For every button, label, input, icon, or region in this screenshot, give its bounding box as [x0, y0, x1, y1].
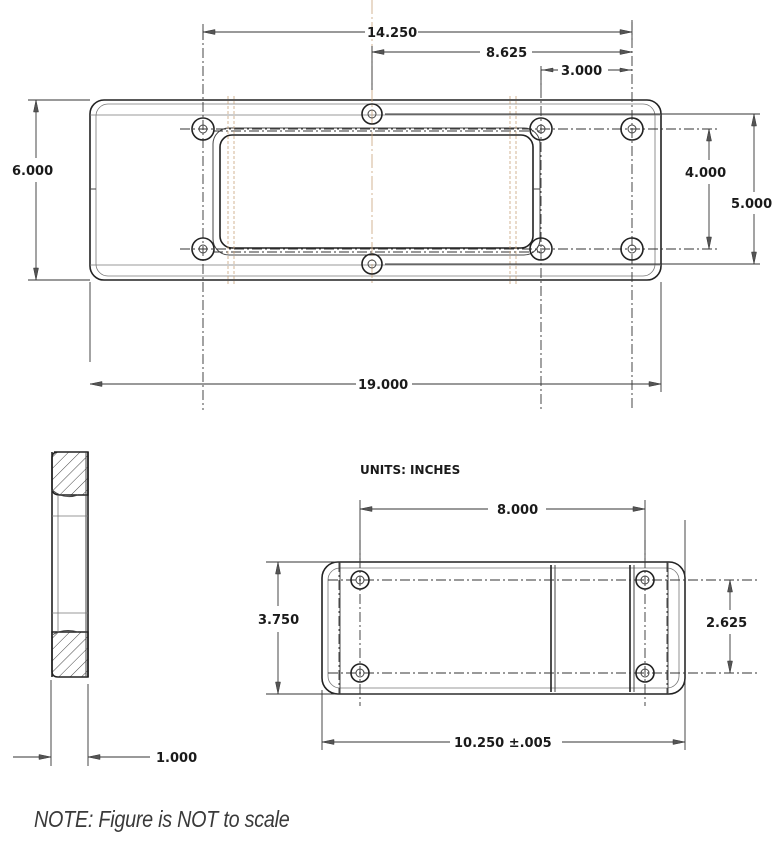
units-label: UNITS: INCHES — [360, 463, 460, 477]
side-section-view: 1.000 — [13, 451, 197, 766]
dim-3-750: 3.750 — [258, 613, 299, 628]
dim-8-625: 8.625 — [486, 46, 527, 61]
mounting-hole — [635, 663, 655, 683]
dim-10-250: 10.250 ±.005 — [454, 736, 552, 751]
mounting-hole — [361, 253, 383, 275]
dim-5-000: 5.000 — [731, 197, 772, 212]
dim-4-000: 4.000 — [685, 166, 726, 181]
mounting-hole — [350, 663, 370, 683]
dim-14-250: 14.250 — [367, 26, 417, 41]
dim-1-000: 1.000 — [156, 751, 197, 766]
mounting-hole — [191, 117, 215, 141]
bottom-view: UNITS: INCHES 8.000 — [258, 463, 760, 751]
mounting-hole — [529, 117, 553, 141]
mounting-hole — [350, 570, 370, 590]
dim-2-625: 2.625 — [706, 616, 747, 631]
mounting-hole — [635, 570, 655, 590]
dim-6-000: 6.000 — [12, 164, 53, 179]
dim-8-000: 8.000 — [497, 503, 538, 518]
technical-drawing: 14.250 8.625 3.000 6.000 4.000 — [12, 0, 772, 766]
top-view: 14.250 8.625 3.000 6.000 4.000 — [12, 0, 772, 410]
mounting-hole — [191, 237, 215, 261]
mounting-hole — [361, 103, 383, 125]
dim-3-000: 3.000 — [561, 64, 602, 79]
mounting-hole — [620, 117, 644, 141]
mounting-hole — [620, 237, 644, 261]
mounting-hole — [529, 237, 553, 261]
scale-note: NOTE: Figure is NOT to scale — [34, 806, 290, 832]
dim-19-000: 19.000 — [358, 378, 408, 393]
